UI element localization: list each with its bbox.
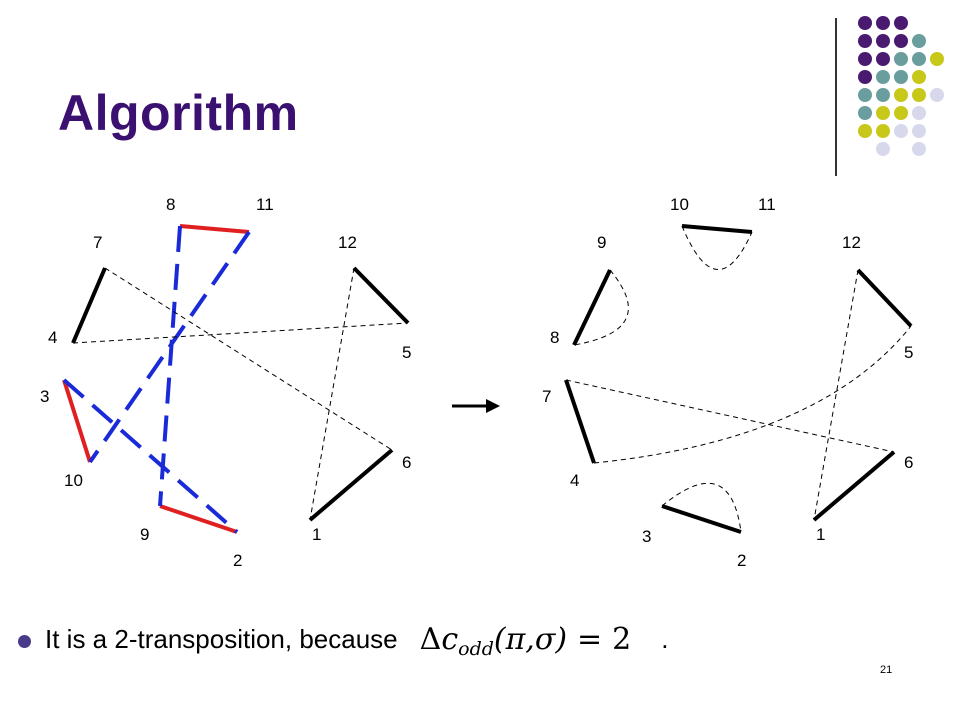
decorative-dot-grid <box>846 8 956 158</box>
decor-dot <box>858 34 872 48</box>
decor-dot <box>930 52 944 66</box>
left-red-edge-3-10 <box>62 379 92 463</box>
left-black-edge-7-4 <box>71 267 107 344</box>
left-label-6: 6 <box>402 453 411 472</box>
bullet-dot-icon <box>18 634 31 648</box>
left-label-9: 9 <box>140 525 149 544</box>
decorative-divider <box>835 18 837 176</box>
decor-dot <box>876 16 890 30</box>
left-label-1: 1 <box>312 525 321 544</box>
left-thin-dashed-edge <box>72 322 409 344</box>
right-black-edge-12-5 <box>856 268 913 328</box>
left-blue-dashed-edge <box>158 225 182 507</box>
breakpoint-graph-diagram: 8 11 7 12 4 5 3 6 10 9 2 1 10 11 9 12 8 … <box>40 195 913 570</box>
left-label-12: 12 <box>338 233 357 252</box>
left-black-edge-6-1 <box>308 448 394 522</box>
decor-dot <box>858 16 872 30</box>
left-red-edge-8-11 <box>179 224 250 234</box>
decor-dot <box>858 70 872 84</box>
left-label-8: 8 <box>166 195 175 214</box>
decor-dot <box>912 88 926 102</box>
right-label-8: 8 <box>550 328 559 347</box>
transform-arrow-icon <box>486 399 500 413</box>
right-label-10: 10 <box>670 195 689 214</box>
left-label-2: 2 <box>233 551 242 570</box>
left-label-5: 5 <box>402 343 411 362</box>
decor-dot <box>930 88 944 102</box>
left-blue-dashed-edge <box>88 230 251 464</box>
decor-dot <box>912 106 926 120</box>
left-label-11: 11 <box>256 195 274 214</box>
decor-dot <box>894 52 908 66</box>
decor-dot <box>894 16 908 30</box>
left-red-edge-9-2 <box>159 504 238 534</box>
decor-dot <box>858 124 872 138</box>
left-label-10: 10 <box>64 471 83 490</box>
right-black-edge-10-11 <box>681 224 753 234</box>
decor-dot <box>858 52 872 66</box>
decor-dot <box>912 52 926 66</box>
bullet-period: . <box>661 623 669 654</box>
formula-c: c <box>441 621 459 657</box>
formula-equals: = <box>577 621 603 657</box>
right-black-edge-9-8 <box>572 269 612 346</box>
decor-dot <box>876 142 890 156</box>
decor-dot <box>912 70 926 84</box>
decor-dot <box>894 34 908 48</box>
right-label-3: 3 <box>642 527 651 546</box>
right-label-1: 1 <box>816 525 825 544</box>
right-black-edge-3-2 <box>661 504 742 534</box>
decor-dot <box>876 52 890 66</box>
right-thin-dashed-arc <box>681 225 753 270</box>
right-thin-dashed-edge <box>813 269 859 521</box>
decor-dot <box>876 70 890 84</box>
left-label-7: 7 <box>93 233 102 252</box>
decor-dot <box>894 124 908 138</box>
right-label-11: 11 <box>758 195 776 214</box>
right-black-edge-7-4 <box>564 379 596 464</box>
decor-dot <box>894 88 908 102</box>
right-label-6: 6 <box>904 453 913 472</box>
decor-dot <box>858 88 872 102</box>
decor-dot <box>894 70 908 84</box>
decor-dot <box>876 34 890 48</box>
right-thin-dashed-arc <box>661 482 742 533</box>
left-thin-dashed-edge <box>104 267 393 451</box>
slide-title: Algorithm <box>58 85 299 141</box>
right-label-5: 5 <box>904 343 913 362</box>
right-label-12: 12 <box>842 233 861 252</box>
left-blue-dashed-edge <box>62 378 239 534</box>
decor-dot <box>894 106 908 120</box>
right-black-edge-6-1 <box>812 450 896 522</box>
decor-dot <box>912 124 926 138</box>
decor-dot <box>912 34 926 48</box>
formula-value: 2 <box>612 621 632 657</box>
decor-dot <box>912 142 926 156</box>
left-thin-dashed-edge <box>309 267 355 521</box>
bullet-text: It is a 2-transposition, because <box>45 623 398 654</box>
right-thin-dashed-arc <box>573 269 629 346</box>
formula-args: (π,σ) <box>493 621 568 657</box>
right-label-7: 7 <box>542 387 551 406</box>
right-thin-dashed-arc <box>593 325 912 464</box>
decor-dot <box>876 106 890 120</box>
right-label-9: 9 <box>597 233 606 252</box>
right-thin-dashed-edge <box>565 379 895 453</box>
decor-dot <box>876 88 890 102</box>
decor-dot <box>876 124 890 138</box>
right-label-4: 4 <box>570 471 579 490</box>
formula-delta: Δ <box>419 621 442 657</box>
left-black-edge-12-5 <box>352 266 410 325</box>
left-label-3: 3 <box>40 387 49 406</box>
formula-subscript: odd <box>458 637 494 660</box>
right-label-2: 2 <box>737 551 746 570</box>
left-label-4: 4 <box>48 328 57 347</box>
page-number: 21 <box>880 664 893 676</box>
decor-dot <box>858 106 872 120</box>
